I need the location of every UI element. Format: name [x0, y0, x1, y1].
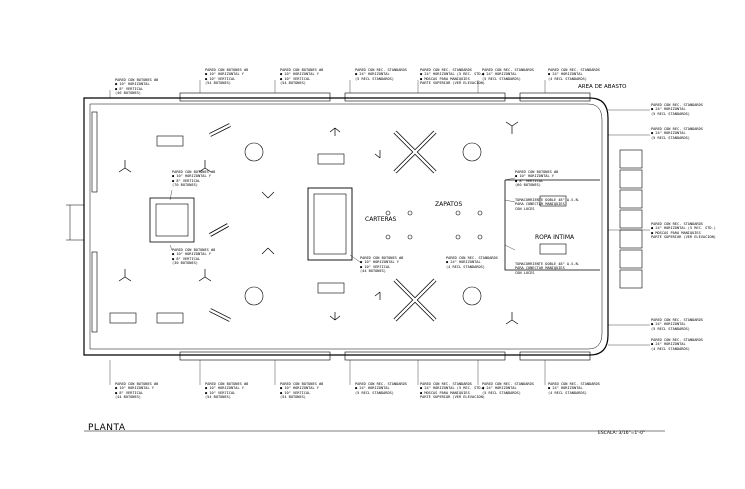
table — [109, 312, 137, 324]
round-display — [244, 142, 264, 162]
wall-note: PARED CON BOTONES #8● 10" HORIZONTAL● 8"… — [115, 78, 159, 96]
table — [317, 153, 345, 165]
slanted-table — [209, 123, 231, 322]
wall-note: PARED CON REC. STANDARDS● 24" HORIZONTAL… — [420, 68, 485, 86]
center-display — [149, 197, 195, 243]
wall-note: PARED CON REC. STANDARDS● 24" HORIZONTAL… — [355, 382, 407, 395]
wall-note: PARED CON REC. STANDARDS● 24" HORIZONTAL… — [548, 382, 600, 395]
top-wall-shelf — [344, 92, 506, 102]
stools — [385, 210, 483, 240]
leader-lines — [109, 80, 650, 385]
wall-note: PARED CON BOTONES #8● 10" HORIZONTAL Y● … — [205, 382, 249, 400]
wall-note: TOMACORRIENTE DOBLE 48" A.S.N.PARA CONEC… — [515, 198, 580, 211]
table — [317, 282, 345, 294]
wall-note: PARED CON BOTONES #8● 10" HORIZONTAL Y● … — [280, 68, 324, 86]
zone-ropa-intima: ROPA INTIMA — [535, 234, 575, 241]
wall-note: PARED CON REC. STANDARDS● 24" HORIZONTAL… — [482, 68, 534, 81]
entrance-door — [66, 204, 84, 241]
wall-note: PARED CON REC. STANDARDS● 24" HORIZONTAL… — [651, 222, 716, 240]
wall-note: PARED CON REC. STANDARDS● 24" HORIZONTAL… — [651, 338, 703, 351]
wall-note: PARED CON REC. STANDARDS● 24" HORIZONTAL… — [651, 318, 703, 331]
zone-zapatos: ZAPATOS — [435, 201, 463, 208]
wall-note: PARED CON BOTONES #8● 10" HORIZONTAL Y● … — [172, 170, 216, 188]
wall-fixture — [91, 251, 98, 333]
right-wall-cabinets — [619, 149, 643, 289]
wall-note: PARED CON BOTONES #8● 10" HORIZONTAL Y● … — [360, 256, 404, 274]
wall-note: PARED CON REC. STANDARDS● 24" HORIZONTAL… — [651, 127, 703, 140]
table — [156, 135, 184, 147]
round-display — [244, 286, 264, 306]
top-wall-shelf — [179, 92, 331, 102]
outer-wall — [83, 97, 609, 356]
wall-note: TOMACORRIENTE DOBLE 48" A.S.N.PARA CONEC… — [515, 262, 580, 275]
table — [539, 195, 567, 207]
wall-note: PARED CON REC. STANDARDS● 24" HORIZONTAL… — [355, 68, 407, 81]
inner-wall — [89, 103, 603, 350]
mannequin-stands — [118, 121, 519, 325]
zone-carteras: CARTERAS — [365, 216, 397, 223]
wall-note: PARED CON BOTONES #8● 10" HORIZONTAL Y● … — [280, 382, 324, 400]
partition-wall — [504, 179, 600, 271]
carteras-display — [307, 187, 353, 261]
bottom-wall-shelf — [179, 351, 331, 361]
bottom-wall-shelf — [519, 351, 591, 361]
wall-note: PARED CON BOTONES #8● 10" HORIZONTAL Y● … — [515, 170, 559, 188]
wall-note: PARED CON BOTONES #8● 10" HORIZONTAL Y● … — [115, 382, 159, 400]
bottom-wall-shelf — [344, 351, 506, 361]
wall-note: PARED CON REC. STANDARDS● 24" HORIZONTAL… — [651, 103, 703, 116]
wall-fixture — [91, 111, 98, 193]
wall-note: PARED CON BOTONES #8● 10" HORIZONTAL Y● … — [205, 68, 249, 86]
table — [539, 243, 567, 255]
round-display — [462, 142, 482, 162]
table — [156, 312, 184, 324]
scale-label: ESCALA: 3/16"=1'-0" — [598, 431, 646, 436]
plan-title: PLANTA — [88, 423, 126, 433]
zone-area-abasto: AREA DE ABASTO — [578, 84, 627, 90]
top-wall-shelf — [519, 92, 591, 102]
wall-note: PARED CON REC. STANDARDS● 24" HORIZONTAL… — [420, 382, 485, 400]
wall-note: PARED CON REC. STANDARDS● 24" HORIZONTAL… — [446, 256, 498, 269]
round-display — [462, 286, 482, 306]
wall-note: PARED CON REC. STANDARDS● 24" HORIZONTAL… — [548, 68, 600, 81]
wall-note: PARED CON REC. STANDARDS● 24" HORIZONTAL… — [482, 382, 534, 395]
wall-note: PARED CON BOTONES #8● 10" HORIZONTAL Y● … — [172, 248, 216, 266]
